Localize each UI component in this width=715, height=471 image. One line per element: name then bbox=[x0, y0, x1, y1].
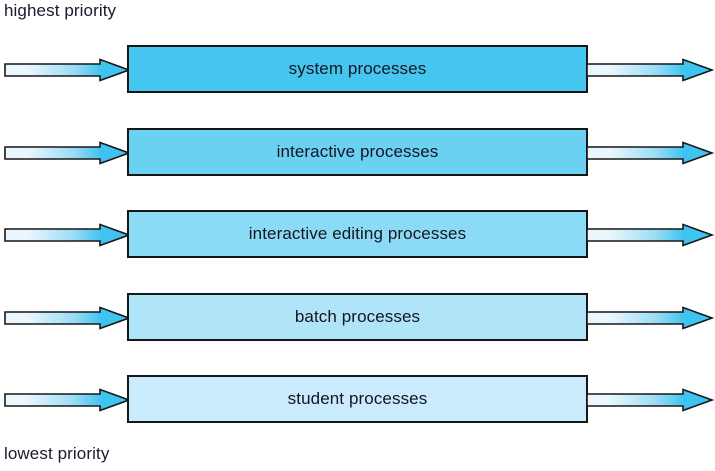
outgoing-arrow-icon bbox=[586, 140, 715, 165]
queue-label-4: batch processes bbox=[294, 306, 421, 326]
incoming-arrow-icon bbox=[4, 223, 132, 247]
incoming-arrow-icon bbox=[4, 305, 132, 330]
queue-box-4[interactable]: batch processes bbox=[127, 292, 588, 341]
incoming-arrow-icon bbox=[4, 140, 132, 165]
queue-box-1[interactable]: system processes bbox=[127, 45, 588, 93]
queue-row-1: system processes bbox=[0, 45, 715, 95]
queue-label-1: system processes bbox=[288, 59, 427, 78]
outgoing-arrow-icon bbox=[586, 223, 715, 247]
outgoing-arrow-icon bbox=[586, 58, 715, 82]
queue-label-3: interactive editing processes bbox=[248, 224, 467, 243]
queue-label-2: interactive processes bbox=[276, 141, 439, 161]
outgoing-arrow-icon bbox=[586, 388, 715, 412]
outgoing-arrow-icon bbox=[586, 305, 715, 330]
queue-row-3: interactive editing processes bbox=[0, 210, 715, 260]
queue-row-2: interactive processes bbox=[0, 127, 715, 178]
highest-priority-label: highest priority bbox=[4, 1, 117, 20]
queue-box-3[interactable]: interactive editing processes bbox=[127, 210, 588, 258]
incoming-arrow-icon bbox=[4, 388, 132, 412]
queue-box-5[interactable]: student processes bbox=[127, 375, 588, 423]
queue-box-2[interactable]: interactive processes bbox=[127, 127, 588, 176]
lowest-priority-label: lowest priority bbox=[4, 444, 110, 463]
queue-row-5: student processes bbox=[0, 375, 715, 425]
incoming-arrow-icon bbox=[4, 58, 132, 82]
queue-row-4: batch processes bbox=[0, 292, 715, 343]
queue-label-5: student processes bbox=[287, 389, 428, 408]
